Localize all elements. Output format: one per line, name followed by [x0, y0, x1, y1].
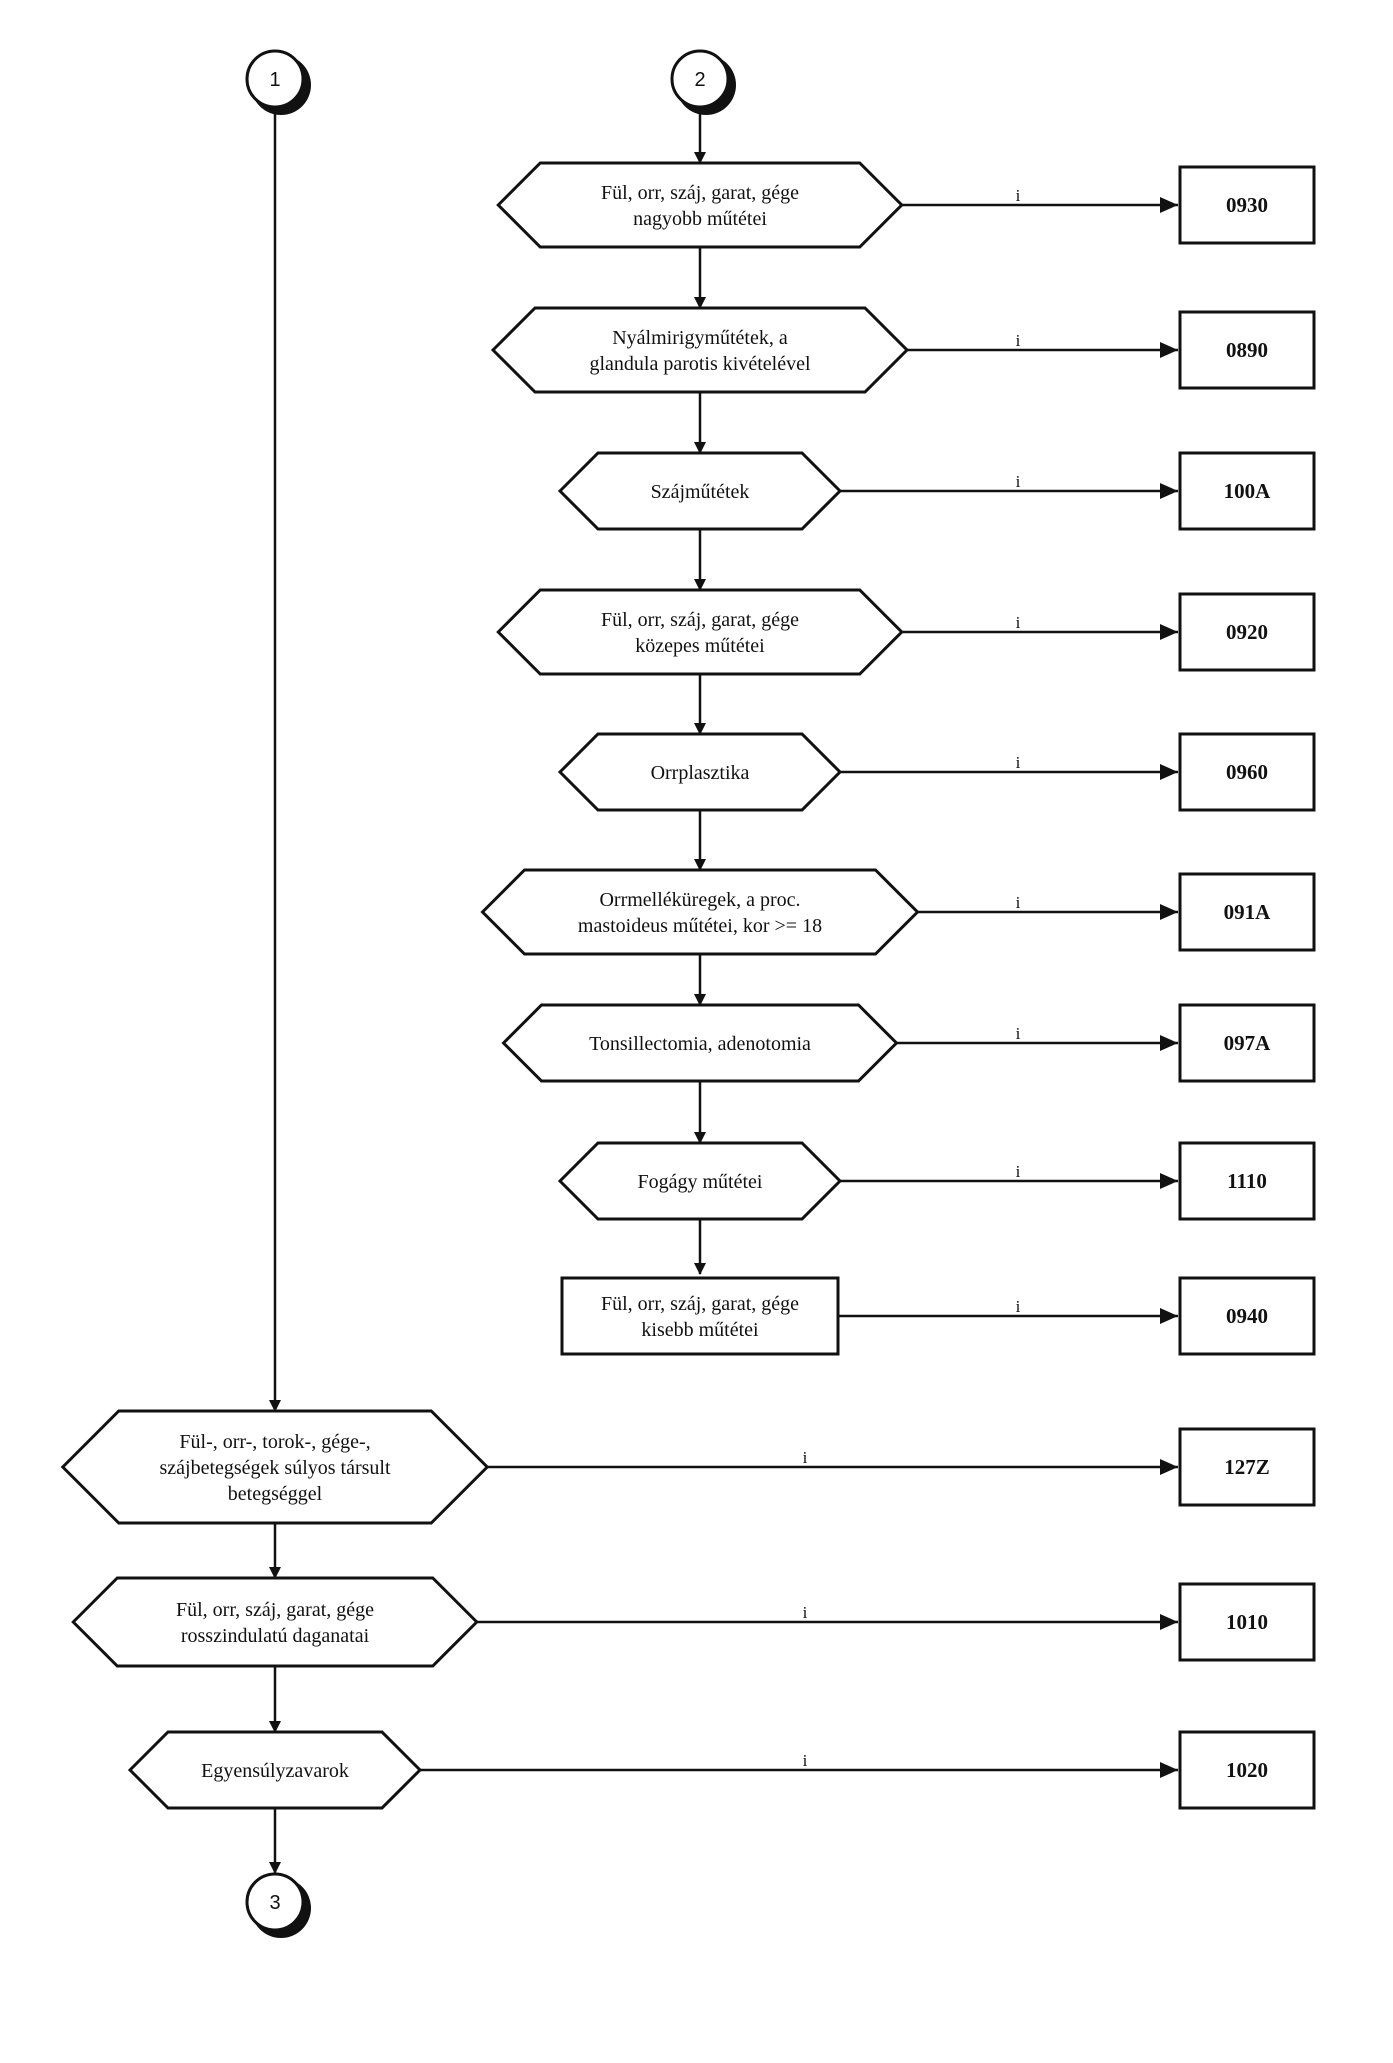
yes-label: i — [1016, 1162, 1021, 1181]
decision-hexagon — [127, 1730, 423, 1810]
drg-code-box — [1178, 165, 1316, 245]
decision-label-line: Orrmelléküregek, a proc. — [599, 889, 800, 911]
page-connector — [245, 1872, 305, 1932]
yes-label: i — [803, 1751, 808, 1770]
drg-code: 1110 — [1227, 1169, 1267, 1193]
decision-label-line: Nyálmirigyműtétek, a — [612, 327, 788, 349]
decision-hexagon — [490, 306, 910, 394]
yes-label: i — [803, 1448, 808, 1467]
decision-hexagon — [557, 732, 843, 812]
connector-number: 3 — [269, 1892, 280, 1914]
decision-label-line: glandula parotis kivételével — [589, 353, 810, 375]
decision-label-line: kisebb műtétei — [641, 1319, 759, 1341]
flow-edges — [269, 109, 1178, 1874]
drg-code-box — [1178, 1003, 1316, 1083]
drg-code-box — [1178, 1141, 1316, 1221]
drg-code-box — [1178, 1730, 1316, 1810]
drg-code: 091A — [1224, 900, 1272, 924]
drg-code-box — [1178, 872, 1316, 952]
drg-code-box — [1178, 310, 1316, 390]
drg-code-box — [1178, 592, 1316, 672]
decision-hexagon — [557, 1141, 843, 1221]
drg-code-box — [1178, 451, 1316, 531]
yes-label: i — [1016, 893, 1021, 912]
decision-hexagon — [496, 161, 904, 249]
decision-hexagon — [71, 1576, 479, 1668]
decision-label-line: Szájműtétek — [651, 481, 750, 503]
drg-code: 0930 — [1226, 193, 1268, 217]
decision-label-line: Fül, orr, száj, garat, gége — [601, 1293, 799, 1315]
drg-code: 0960 — [1226, 760, 1268, 784]
decision-hexagon — [501, 1003, 899, 1083]
drg-code-box — [1178, 1582, 1316, 1662]
yes-label: i — [1016, 472, 1021, 491]
process-box — [560, 1276, 840, 1356]
connector-number: 2 — [694, 69, 705, 91]
decision-hexagon — [557, 451, 843, 531]
yes-label: i — [1016, 613, 1021, 632]
drg-code: 127Z — [1224, 1455, 1270, 1479]
yes-label: i — [1016, 1297, 1021, 1316]
drg-code: 097A — [1224, 1031, 1272, 1055]
decision-hexagon — [480, 868, 920, 956]
drg-code: 1020 — [1226, 1758, 1268, 1782]
decision-label-line: Fül, orr, száj, garat, gége — [601, 609, 799, 631]
decision-label-line: Fül-, orr-, torok-, gége-, — [179, 1431, 370, 1453]
drg-code: 100A — [1224, 479, 1272, 503]
yes-label: i — [1016, 753, 1021, 772]
connector-number: 1 — [269, 69, 280, 91]
yes-label: i — [803, 1603, 808, 1622]
decision-label-line: közepes műtétei — [635, 635, 765, 657]
drg-code-box — [1178, 1427, 1316, 1507]
decision-label-line: rosszindulatú daganatai — [181, 1625, 370, 1647]
decision-label-line: nagyobb műtétei — [633, 208, 767, 230]
decision-label-line: Fül, orr, száj, garat, gége — [601, 182, 799, 204]
drg-code: 0920 — [1226, 620, 1268, 644]
drg-code-box — [1178, 732, 1316, 812]
decision-hexagon — [496, 588, 904, 676]
drg-code: 0940 — [1226, 1304, 1268, 1328]
decision-label-line: Fül, orr, száj, garat, gége — [176, 1599, 374, 1621]
yes-label: i — [1016, 1024, 1021, 1043]
decision-label-line: Orrplasztika — [651, 762, 750, 784]
yes-label: i — [1016, 331, 1021, 350]
decision-label-line: betegséggel — [228, 1483, 323, 1505]
decision-hexagon — [60, 1409, 490, 1525]
drg-code-box — [1178, 1276, 1316, 1356]
decision-label-line: szájbetegségek súlyos társult — [159, 1457, 390, 1479]
drg-code: 1010 — [1226, 1610, 1268, 1634]
decision-label-line: Egyensúlyzavarok — [201, 1760, 349, 1782]
decision-label-line: Tonsillectomia, adenotomia — [589, 1033, 811, 1055]
yes-label: i — [1016, 186, 1021, 205]
drg-code: 0890 — [1226, 338, 1268, 362]
decision-label-line: Fogágy műtétei — [638, 1171, 763, 1193]
decision-label-line: mastoideus műtétei, kor >= 18 — [578, 915, 822, 937]
page-connector — [670, 49, 730, 109]
page-connector — [245, 49, 305, 109]
